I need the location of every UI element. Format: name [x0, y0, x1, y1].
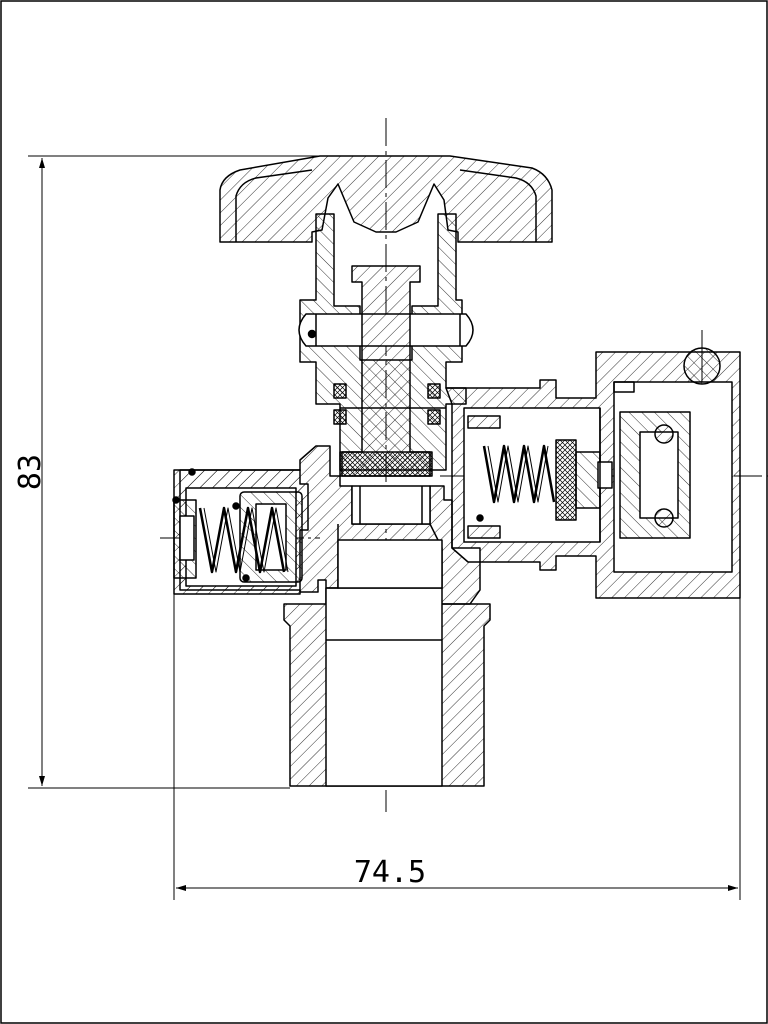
handwheel: [219, 155, 553, 243]
dimension-width: [173, 594, 741, 900]
o-ring-right-upper: [427, 383, 441, 399]
seat-disc: [339, 451, 433, 477]
right-pin-upper: [654, 424, 674, 444]
o-ring-left-lower: [333, 409, 347, 425]
valve-body-section: [172, 155, 741, 787]
o-ring-left-upper: [333, 383, 347, 399]
width-dimension-label: 74.5: [354, 855, 426, 890]
right-valve-seat: [555, 439, 577, 521]
cap-lock-pin: [683, 347, 721, 385]
dimension-height: [28, 155, 360, 789]
height-dimension-label: 83: [13, 454, 48, 490]
right-spring: [482, 444, 556, 504]
inlet-bore: [325, 587, 443, 787]
right-pin-lower: [654, 508, 674, 528]
o-ring-right-lower: [427, 409, 441, 425]
